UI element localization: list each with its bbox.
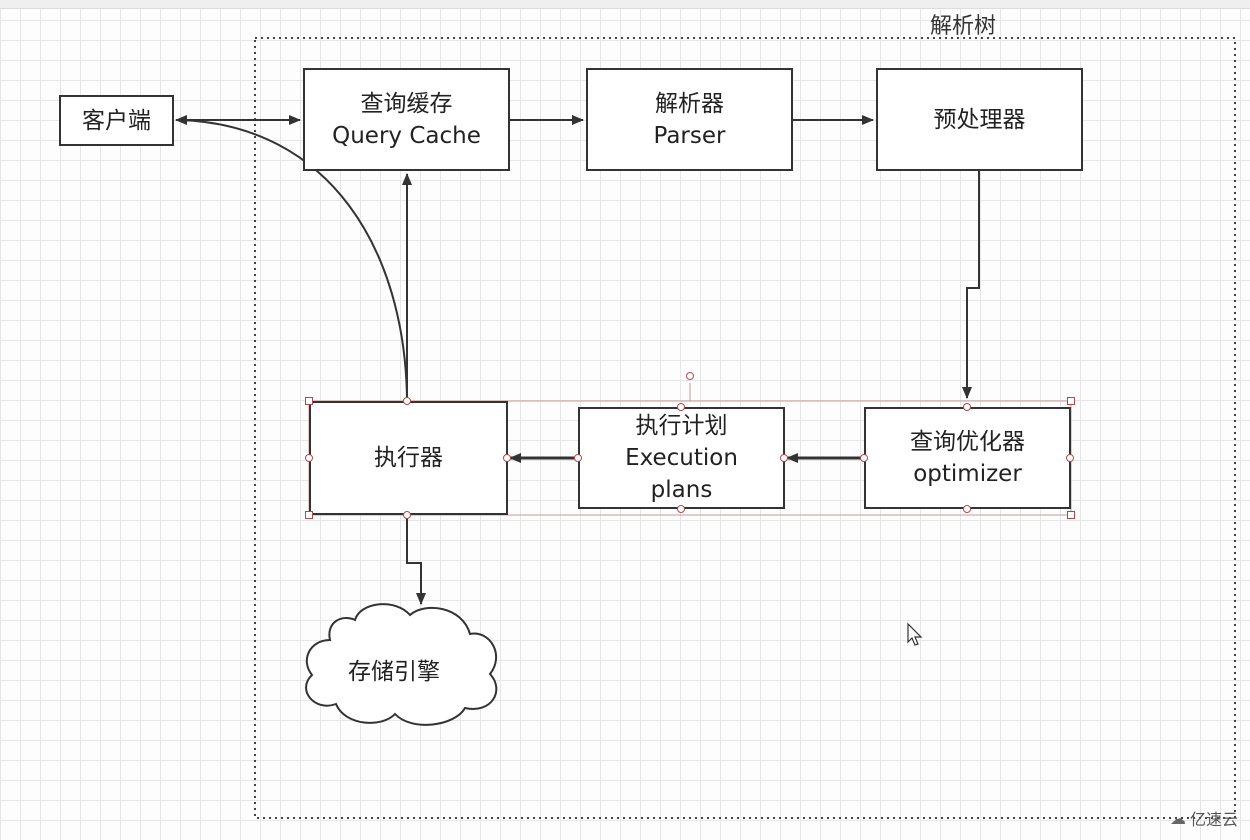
resize-handle-top-right[interactable]	[1067, 397, 1075, 405]
executor-node[interactable]: 执行器	[309, 401, 508, 515]
resize-handle-bottom-left[interactable]	[305, 511, 313, 519]
parser-node[interactable]: 解析器 Parser	[586, 68, 793, 171]
connection-point-optimizer-right[interactable]	[1066, 454, 1074, 462]
parse-tree-frame	[254, 37, 1236, 819]
parser-label-en: Parser	[653, 122, 726, 149]
connection-point-plan-left[interactable]	[574, 454, 582, 462]
connection-point-executor-right[interactable]	[503, 454, 511, 462]
optimizer-label-cn: 查询优化器	[910, 429, 1025, 455]
connection-point-plan-bottom[interactable]	[677, 505, 685, 513]
optimizer-label-en: optimizer	[913, 461, 1022, 487]
query-cache-node[interactable]: 查询缓存 Query Cache	[303, 68, 510, 171]
connection-point-optimizer-top[interactable]	[963, 403, 971, 411]
parse-tree-frame-label: 解析树	[930, 14, 997, 39]
connection-point-executor-left[interactable]	[305, 454, 313, 462]
arrow-executor-to-client	[179, 119, 408, 400]
arrow-preprocessor-to-optimizer	[962, 171, 980, 399]
connection-point-executor-top[interactable]	[403, 397, 411, 405]
watermark-text: 亿速云	[1189, 810, 1238, 829]
storage-engine-cloud[interactable]	[305, 603, 498, 726]
connection-point-optimizer-left[interactable]	[860, 454, 868, 462]
query-cache-label-cn: 查询缓存	[360, 90, 453, 117]
watermark: ☁ 亿速云	[1170, 806, 1238, 830]
execution-plan-node[interactable]: 执行计划 Execution plans	[578, 407, 785, 509]
connection-point-plan-top[interactable]	[677, 403, 685, 411]
client-node-label: 客户端	[82, 107, 151, 134]
storage-engine-label: 存储引擎	[348, 659, 440, 685]
connection-point-executor-bottom[interactable]	[403, 511, 411, 519]
parser-label-cn: 解析器	[655, 90, 724, 117]
cloud-logo-icon: ☁	[1169, 808, 1186, 828]
executor-label: 执行器	[374, 445, 443, 471]
preprocessor-node[interactable]: 预处理器	[876, 68, 1083, 171]
resize-handle-top-left[interactable]	[305, 397, 313, 405]
rotate-handle[interactable]	[686, 372, 694, 380]
arrow-executor-to-storage	[406, 517, 426, 605]
resize-handle-bottom-right[interactable]	[1067, 511, 1075, 519]
optimizer-node[interactable]: 查询优化器 optimizer	[864, 407, 1071, 509]
execution-plan-label-en-1: Execution	[625, 445, 738, 471]
connection-point-optimizer-bottom[interactable]	[963, 505, 971, 513]
mouse-cursor-icon	[907, 622, 923, 646]
query-cache-label-en: Query Cache	[332, 122, 481, 149]
connection-point-plan-right[interactable]	[780, 454, 788, 462]
client-node[interactable]: 客户端	[59, 95, 174, 146]
top-toolbar-strip	[0, 0, 1250, 9]
execution-plan-label-en-2: plans	[650, 477, 713, 503]
preprocessor-label: 预处理器	[933, 106, 1026, 133]
execution-plan-label-cn: 执行计划	[635, 413, 728, 439]
